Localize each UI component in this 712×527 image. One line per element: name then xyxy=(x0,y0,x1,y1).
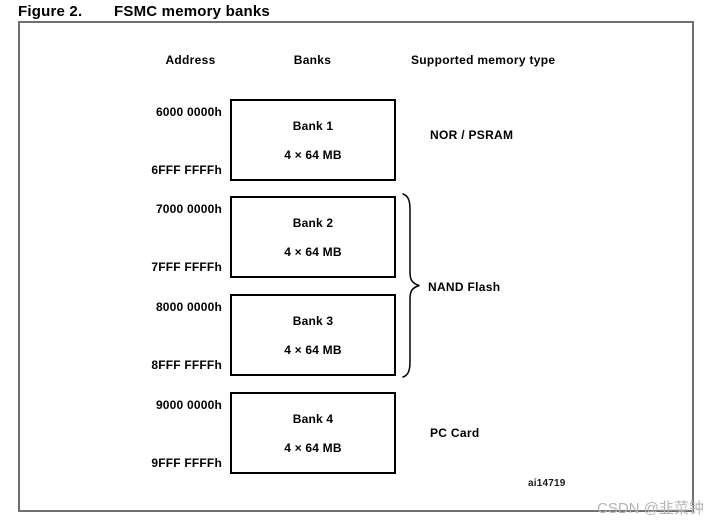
bank4-start-address: 9000 0000h xyxy=(155,398,222,412)
column-header-address: Address xyxy=(165,53,216,67)
bank1-box: Bank 1 4 × 64 MB xyxy=(230,99,396,181)
bank1-start-address: 6000 0000h xyxy=(155,105,222,119)
bank2-start-address: 7000 0000h xyxy=(155,202,222,216)
figure-label: Figure 2. xyxy=(18,3,83,20)
bank3-size: 4 × 64 MB xyxy=(284,343,342,357)
bank4-size: 4 × 64 MB xyxy=(284,441,342,455)
csdn-watermark: CSDN @韭菜钟 xyxy=(597,500,704,517)
column-header-banks: Banks xyxy=(293,53,332,67)
figure-title: FSMC memory banks xyxy=(114,3,270,20)
bank1-name: Bank 1 xyxy=(292,119,334,133)
bank4-name: Bank 4 xyxy=(292,412,334,426)
bank2-box: Bank 2 4 × 64 MB xyxy=(230,196,396,278)
memory-type-nor-psram: NOR / PSRAM xyxy=(430,128,514,142)
bank3-start-address: 8000 0000h xyxy=(155,300,222,314)
bank1-size: 4 × 64 MB xyxy=(284,148,342,162)
figure-reference-id: ai14719 xyxy=(528,478,566,489)
bank2-name: Bank 2 xyxy=(292,216,334,230)
bank3-box: Bank 3 4 × 64 MB xyxy=(230,294,396,376)
bank3-name: Bank 3 xyxy=(292,314,334,328)
bank2-end-address: 7FFF FFFFh xyxy=(151,260,222,274)
bank4-end-address: 9FFF FFFFh xyxy=(151,456,222,470)
memory-type-pc-card: PC Card xyxy=(430,426,480,440)
column-header-memory-type: Supported memory type xyxy=(411,53,556,67)
memory-type-nand-flash: NAND Flash xyxy=(428,280,501,294)
bank4-box: Bank 4 4 × 64 MB xyxy=(230,392,396,474)
bank2-size: 4 × 64 MB xyxy=(284,245,342,259)
nand-flash-brace xyxy=(402,193,420,378)
bank1-end-address: 6FFF FFFFh xyxy=(151,163,222,177)
bank3-end-address: 8FFF FFFFh xyxy=(151,358,222,372)
